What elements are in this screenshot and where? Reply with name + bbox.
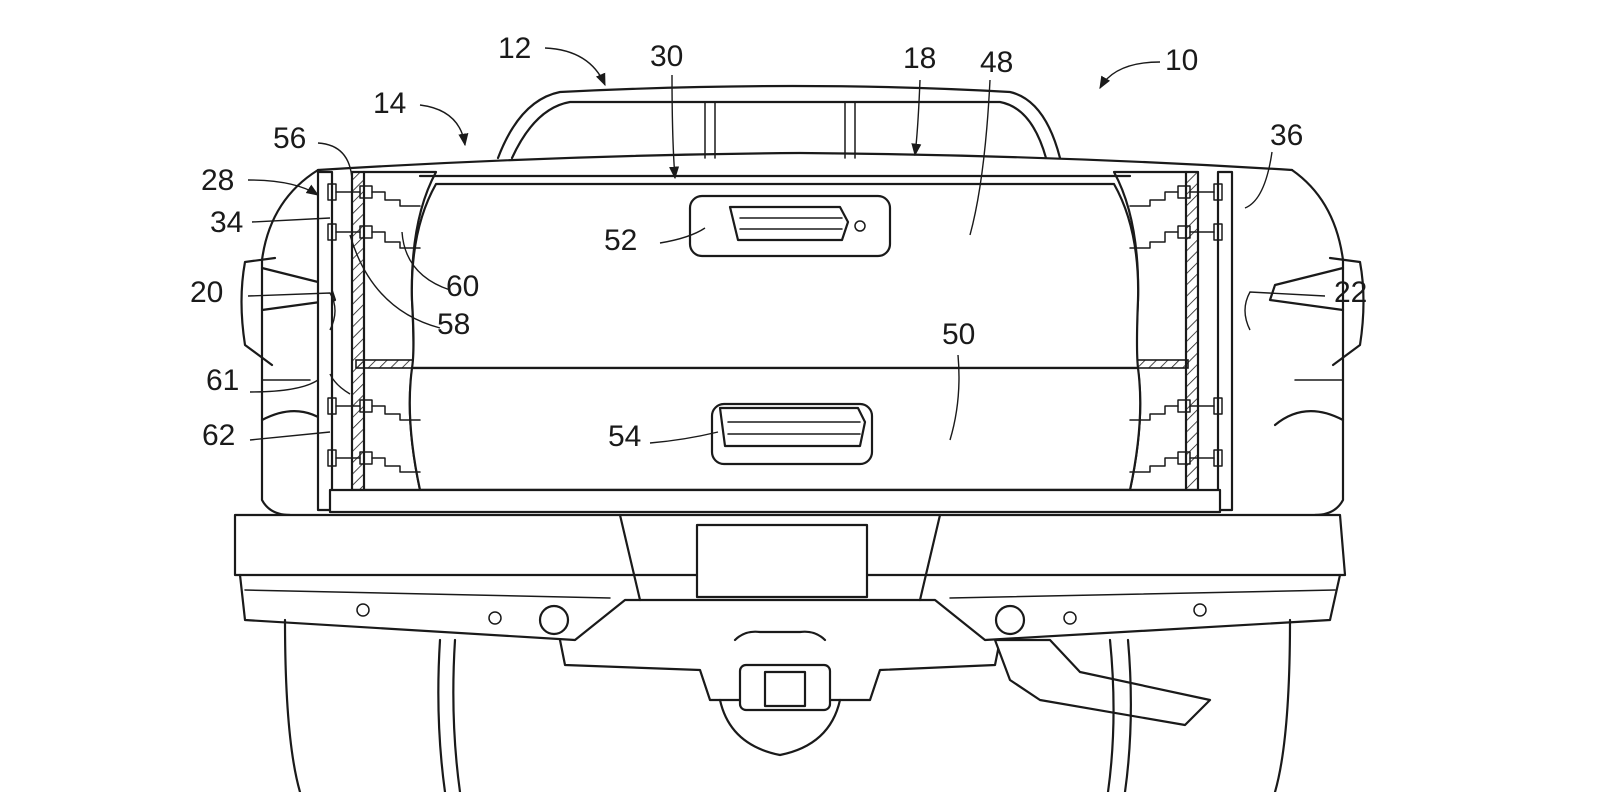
label-60: 60 — [446, 270, 479, 303]
right-latches — [1129, 183, 1223, 473]
label-48: 48 — [980, 46, 1013, 79]
label-62: 62 — [202, 419, 235, 452]
label-34: 34 — [210, 206, 243, 239]
label-22: 22 — [1334, 276, 1367, 309]
label-50: 50 — [942, 318, 975, 351]
left-latches — [327, 183, 421, 473]
bumper — [233, 513, 1347, 757]
upper-handle — [688, 194, 892, 258]
label-56: 56 — [273, 122, 306, 155]
label-20: 20 — [190, 276, 223, 309]
label-28: 28 — [201, 164, 234, 197]
label-12: 12 — [498, 32, 531, 65]
label-54: 54 — [608, 420, 641, 453]
leader-lines — [247, 47, 1326, 444]
cab — [496, 84, 1062, 160]
label-18: 18 — [903, 42, 936, 75]
label-14: 14 — [373, 87, 406, 120]
label-58: 58 — [437, 308, 470, 341]
lower-handle — [710, 402, 874, 466]
reference-labels: 12 30 18 48 10 14 56 36 28 34 52 60 20 2… — [190, 32, 1367, 453]
label-10: 10 — [1165, 44, 1198, 77]
wheels — [283, 618, 1292, 792]
label-52: 52 — [604, 224, 637, 257]
label-30: 30 — [650, 40, 683, 73]
label-61: 61 — [206, 364, 239, 397]
truck-bed — [240, 151, 1365, 517]
label-36: 36 — [1270, 119, 1303, 152]
